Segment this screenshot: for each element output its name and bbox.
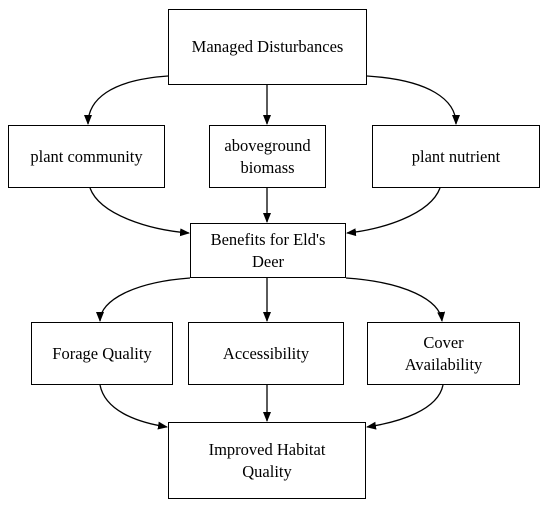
aboveground-biomass-label-line-1: aboveground — [224, 135, 311, 155]
arrow-plant-community-to-benefits — [89, 187, 190, 237]
arrow-managed-to-plant-community — [84, 75, 169, 125]
arrow-forage-to-improved — [99, 384, 168, 430]
plant-nutrient-label: plant nutrient — [411, 146, 501, 166]
improved-habitat-label-line-2: Quality — [242, 461, 292, 481]
aboveground-biomass-label-line-2: biomass — [240, 157, 295, 177]
cover-availability-label-line-2: Availability — [404, 354, 483, 374]
forage-quality-label: Forage Quality — [52, 343, 152, 363]
plant-community-node: plant community — [8, 125, 165, 188]
improved-habitat-quality-node: Improved Habitat Quality — [168, 422, 366, 499]
plant-community-label: plant community — [30, 146, 143, 166]
arrow-plant-nutrient-to-benefits — [346, 187, 441, 237]
improved-habitat-label-line-1: Improved Habitat — [208, 439, 326, 459]
cover-availability-label-line-1: Cover — [423, 332, 464, 352]
accessibility-label: Accessibility — [222, 343, 310, 363]
aboveground-biomass-node: aboveground biomass — [209, 125, 326, 188]
arrow-benefits-to-forage — [96, 277, 191, 322]
arrow-cover-to-improved — [366, 384, 444, 430]
accessibility-node: Accessibility — [188, 322, 344, 385]
managed-disturbances-node: Managed Disturbances — [168, 9, 367, 85]
arrow-managed-to-plant-nutrient — [366, 75, 460, 125]
managed-disturbances-label: Managed Disturbances — [191, 37, 344, 56]
cover-availability-node: Cover Availability — [367, 322, 520, 385]
plant-nutrient-node: plant nutrient — [372, 125, 540, 188]
benefits-label-line-2: Deer — [251, 251, 285, 271]
benefits-label-line-1: Benefits for Eld's — [210, 229, 326, 249]
arrow-benefits-to-cover — [345, 277, 446, 322]
benefits-for-elds-deer-node: Benefits for Eld's Deer — [190, 223, 346, 278]
forage-quality-node: Forage Quality — [31, 322, 173, 385]
